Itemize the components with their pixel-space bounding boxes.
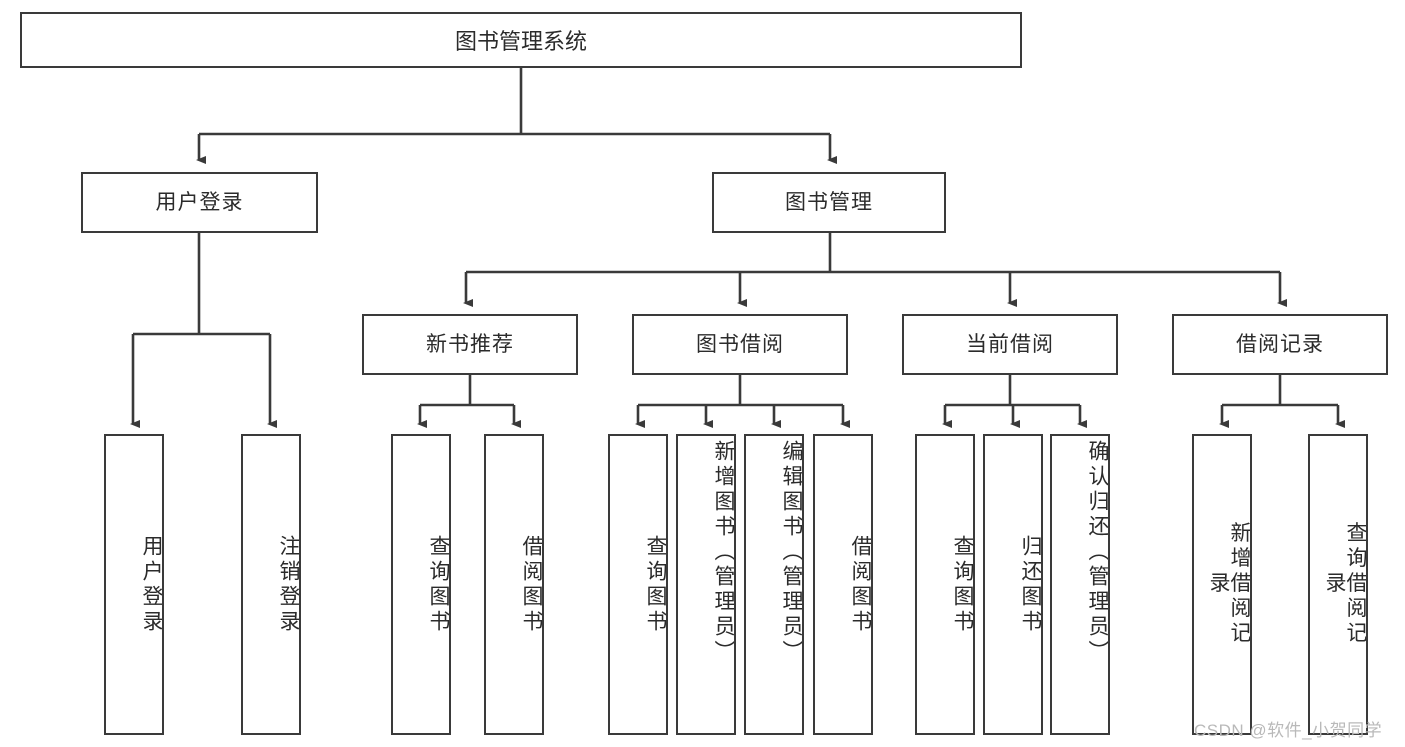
node-root-system[interactable]: 图书管理系统	[20, 12, 1022, 68]
leaf-query-book-current[interactable]: 查询图书	[915, 434, 975, 735]
leaf-label: 查询图书	[951, 534, 974, 635]
leaf-label: 新增借阅记录	[1207, 522, 1251, 647]
leaf-label: 注销登录	[277, 534, 300, 635]
leaf-user-login[interactable]: 用户登录	[104, 434, 164, 735]
node-label: 图书管理	[785, 190, 873, 214]
leaf-label: 查询图书	[427, 534, 450, 635]
leaf-edit-book[interactable]: 编辑图书（管理员）	[744, 434, 804, 735]
leaf-label: 借阅图书	[520, 534, 543, 635]
leaf-label: 借阅图书	[849, 534, 872, 635]
leaf-label: 查询借阅记录	[1323, 522, 1367, 647]
leaf-logout[interactable]: 注销登录	[241, 434, 301, 735]
node-label: 用户登录	[155, 190, 244, 214]
leaf-confirm-return[interactable]: 确认归还（管理员）	[1050, 434, 1110, 735]
leaf-query-book-borrow[interactable]: 查询图书	[608, 434, 668, 735]
node-new-book-recommend[interactable]: 新书推荐	[362, 314, 578, 375]
node-label: 图书管理系统	[454, 29, 587, 54]
node-current-borrow[interactable]: 当前借阅	[902, 314, 1118, 375]
node-borrow-record[interactable]: 借阅记录	[1172, 314, 1388, 375]
watermark: CSDN @软件_小贺同学	[1194, 721, 1383, 740]
leaf-label: 新增图书（管理员）	[712, 440, 735, 665]
node-label: 新书推荐	[426, 332, 514, 356]
node-label: 图书借阅	[696, 332, 784, 356]
node-book-borrow[interactable]: 图书借阅	[632, 314, 848, 375]
leaf-borrow-book[interactable]: 借阅图书	[813, 434, 873, 735]
leaf-add-borrow-record[interactable]: 新增借阅记录	[1192, 434, 1252, 735]
leaf-label: 归还图书	[1019, 534, 1042, 635]
leaf-borrow-book-recommend[interactable]: 借阅图书	[484, 434, 544, 735]
leaf-label: 编辑图书（管理员）	[780, 440, 803, 665]
leaf-label: 用户登录	[140, 534, 163, 635]
node-book-management[interactable]: 图书管理	[712, 172, 946, 233]
leaf-label: 查询图书	[644, 534, 667, 635]
node-label: 当前借阅	[966, 332, 1054, 356]
leaf-query-borrow-record[interactable]: 查询借阅记录	[1308, 434, 1368, 735]
leaf-label: 确认归还（管理员）	[1086, 440, 1109, 665]
leaf-add-book[interactable]: 新增图书（管理员）	[676, 434, 736, 735]
node-user-login[interactable]: 用户登录	[81, 172, 318, 233]
leaf-return-book[interactable]: 归还图书	[983, 434, 1043, 735]
node-label: 借阅记录	[1236, 332, 1324, 356]
leaf-query-book-recommend[interactable]: 查询图书	[391, 434, 451, 735]
